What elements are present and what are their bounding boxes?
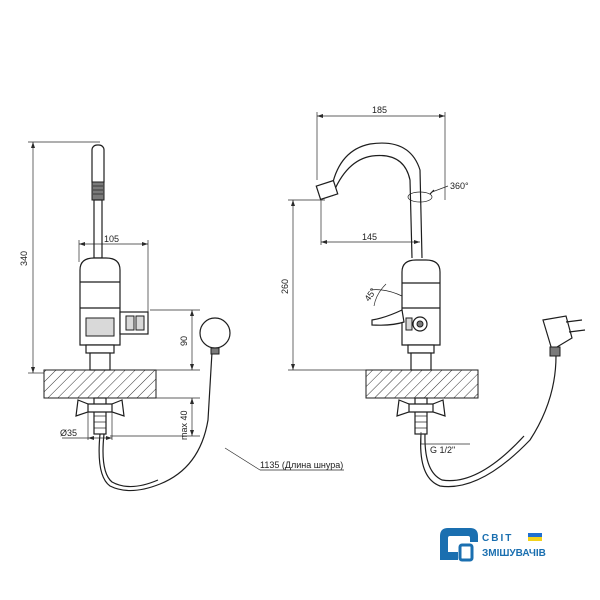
rotation-ring <box>407 191 433 203</box>
lever-handle <box>371 309 405 326</box>
dim-reach-total: 185 <box>372 105 387 115</box>
faucet-logo-icon <box>440 528 478 560</box>
dim-thread-size: G 1/2" <box>430 445 455 455</box>
power-cord-left <box>98 351 213 492</box>
dim-height-total: 340 <box>19 251 29 266</box>
right-front-view: 185 360° 145 260 45° G 1/2" <box>280 105 586 488</box>
euro-plug <box>542 315 573 351</box>
spout-aerator <box>315 179 339 201</box>
dim-nut-diameter: Ø35 <box>60 428 77 438</box>
dim-cord-length: 1135 (Длина шнура) <box>260 460 343 470</box>
ukraine-flag-icon <box>528 533 542 541</box>
dim-handle-width: 105 <box>104 234 119 244</box>
dim-body-height: 90 <box>179 336 189 346</box>
spout-tip-left <box>91 181 105 201</box>
left-side-view: 340 105 90 max 40 Ø35 1135 (Длина шнура) <box>19 141 344 492</box>
round-plug <box>199 317 231 349</box>
curved-spout <box>331 142 423 259</box>
countertop-left <box>43 369 157 399</box>
dim-thread-length: max 40 <box>179 410 189 440</box>
brand-line2: ЗМІШУВАЧІВ <box>482 548 546 559</box>
countertop-right <box>365 369 479 399</box>
wing-nut-right <box>404 403 438 413</box>
spout-pipe-left <box>91 144 105 188</box>
power-cord-right <box>420 355 557 488</box>
heater-body-right <box>401 259 441 346</box>
brand-logo: СВІТ ЗМІШУВАЧІВ <box>440 528 546 562</box>
brand-line1: СВІТ <box>482 533 513 544</box>
wing-nut-left <box>83 403 117 413</box>
dim-height-spout: 260 <box>280 279 290 294</box>
dim-spout-reach: 145 <box>362 232 377 242</box>
dim-handle-angle: 45° <box>362 286 378 303</box>
dim-rotation: 360° <box>450 181 469 191</box>
